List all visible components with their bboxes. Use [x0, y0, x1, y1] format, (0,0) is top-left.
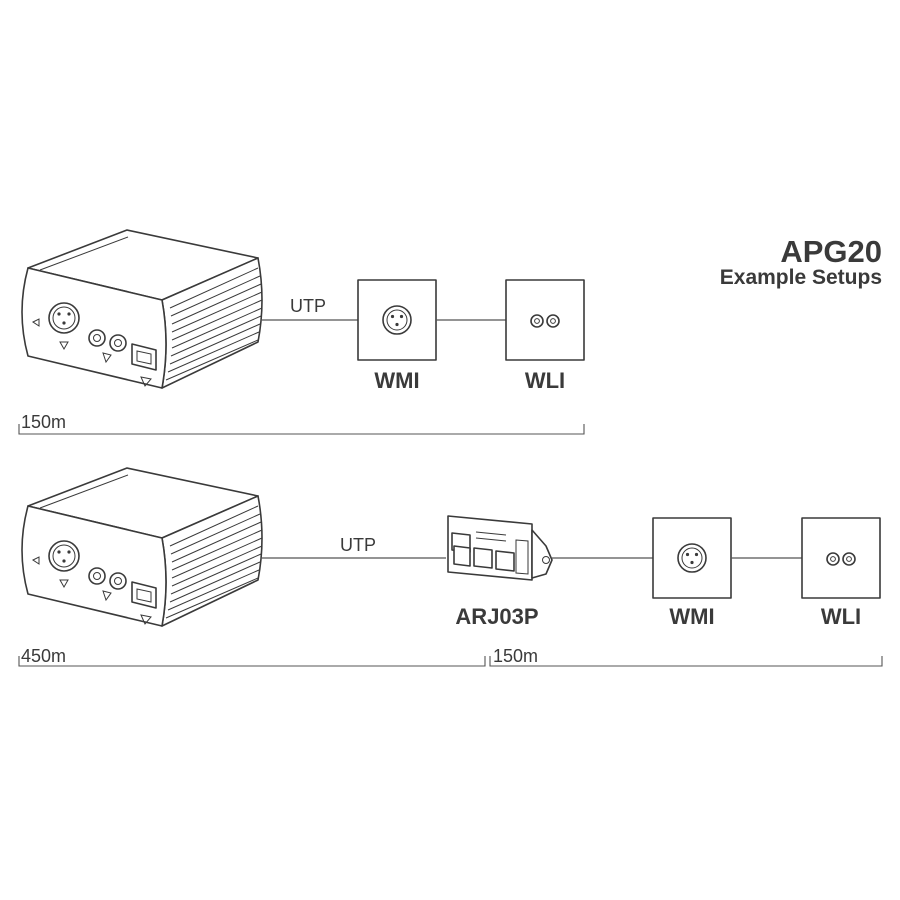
utp-label-2: UTP: [340, 535, 376, 555]
wli-label-1: WLI: [525, 368, 565, 393]
wmi-label-1: WMI: [374, 368, 419, 393]
arj03p-label: ARJ03P: [455, 604, 538, 629]
wli-label-2: WLI: [821, 604, 861, 629]
distance-label-2a: 450m: [21, 646, 66, 666]
distance-label-2b: 150m: [493, 646, 538, 666]
distance-line-2b: [489, 656, 883, 667]
setup-2: UTP ARJ03P WMI WLI 450m 150m: [18, 467, 883, 667]
setup-1: UTP WMI WLI 150m: [18, 229, 585, 435]
arj03p-junction-box: [447, 515, 553, 581]
wmi-wall-plate-2: [652, 517, 732, 599]
wli-wall-plate-2: [801, 517, 881, 599]
apg20-amplifier-2: [21, 467, 263, 627]
product-title: APG20: [780, 234, 882, 269]
wmi-label-2: WMI: [669, 604, 714, 629]
wli-wall-plate-1: [505, 279, 585, 361]
apg20-amplifier-1: [21, 229, 263, 389]
distance-label-1: 150m: [21, 412, 66, 432]
utp-label-1: UTP: [290, 296, 326, 316]
distance-line-1: [18, 424, 585, 435]
product-subtitle: Example Setups: [720, 266, 882, 289]
wmi-wall-plate-1: [357, 279, 437, 361]
distance-line-2a: [18, 656, 486, 667]
